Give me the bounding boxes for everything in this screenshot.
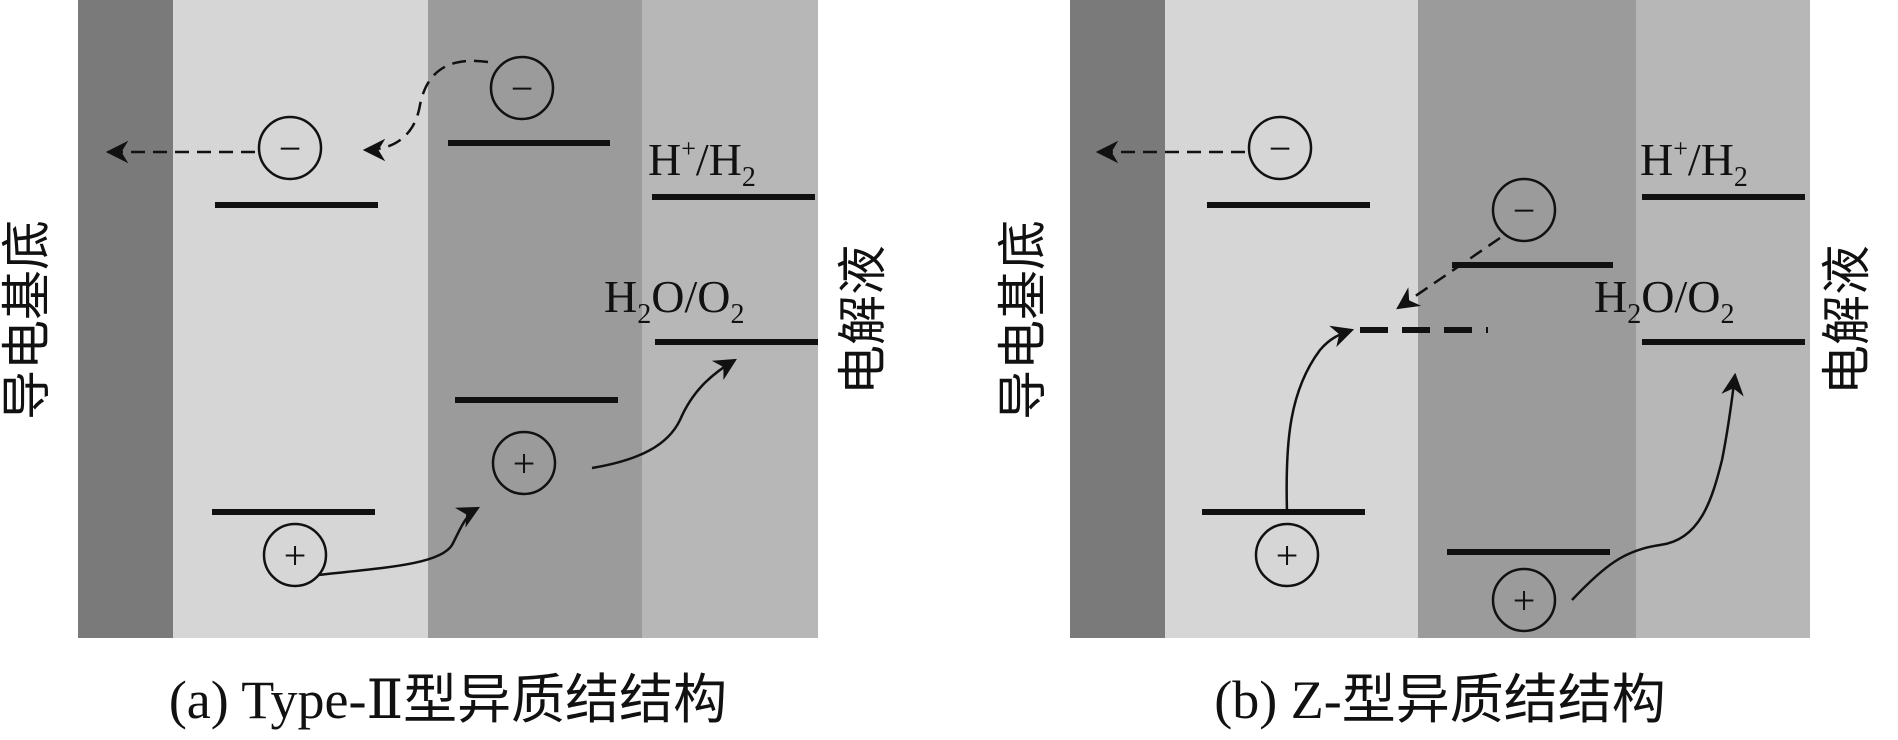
panel-b-h-label: H+/H2 <box>1640 134 1748 193</box>
svg-text:−: − <box>1269 126 1292 171</box>
panel-b-o-label: H2O/O2 <box>1594 271 1734 330</box>
panel-a-substrate-label: 导电基底 <box>0 220 56 420</box>
svg-text:−: − <box>511 66 534 111</box>
panel-a-electron-2: − <box>489 55 555 121</box>
panel-b-electron-1: − <box>1247 115 1313 181</box>
panel-b-hole-2: + <box>1491 567 1557 633</box>
panel-b-caption: (b) Z-型异质结结构 <box>1214 670 1665 730</box>
svg-text:+: + <box>1513 578 1536 623</box>
panel-a-h-label: H+/H2 <box>648 134 756 193</box>
panel-b-semiconductor-2 <box>1418 0 1636 638</box>
panel-a-semiconductor-2 <box>428 0 642 638</box>
panel-a: − − + + H+/H2 H2O/O2 导电基底 电解液 (a) Type-Ⅱ… <box>0 0 892 730</box>
panel-b-hole-oxidation-arrow <box>1571 372 1744 601</box>
panel-b-electrolyte-label: 电解液 <box>1818 245 1876 395</box>
panel-a-hole-transfer-arrow <box>317 506 480 577</box>
panel-a-hole-2: + <box>491 430 557 496</box>
panel-a-electrolyte <box>642 0 818 638</box>
panel-b-conductive-layer <box>1070 0 1165 638</box>
panel-b-semiconductor-1 <box>1165 0 1418 638</box>
panel-b-hole-1: + <box>1254 522 1320 588</box>
panel-b-electrolyte <box>1636 0 1810 638</box>
panel-a-o-label: H2O/O2 <box>604 271 744 330</box>
panel-a-electron-1: − <box>257 115 323 181</box>
svg-text:+: + <box>1276 533 1299 578</box>
panel-a-hole-1: + <box>262 522 328 588</box>
panel-b-substrate-label: 导电基底 <box>994 220 1052 420</box>
svg-text:−: − <box>1513 188 1536 233</box>
panel-b: − − + + H+/H2 H2O/O2 导电基底 电解液 (b) Z-型异质结… <box>994 0 1876 730</box>
panel-a-semiconductor-1 <box>173 0 428 638</box>
panel-a-hole-oxidation-arrow <box>591 358 737 470</box>
svg-text:−: − <box>279 126 302 171</box>
panel-a-electrolyte-label: 电解液 <box>834 245 892 395</box>
svg-text:+: + <box>284 533 307 578</box>
svg-text:+: + <box>513 441 536 486</box>
panel-a-electron-transfer-arrow <box>362 59 489 162</box>
panel-a-conductive-layer <box>78 0 173 638</box>
panel-b-electron-2: − <box>1491 177 1557 243</box>
panel-b-hole-recombination-arrow <box>1285 325 1355 513</box>
panel-a-caption: (a) Type-Ⅱ型异质结结构 <box>169 670 727 730</box>
